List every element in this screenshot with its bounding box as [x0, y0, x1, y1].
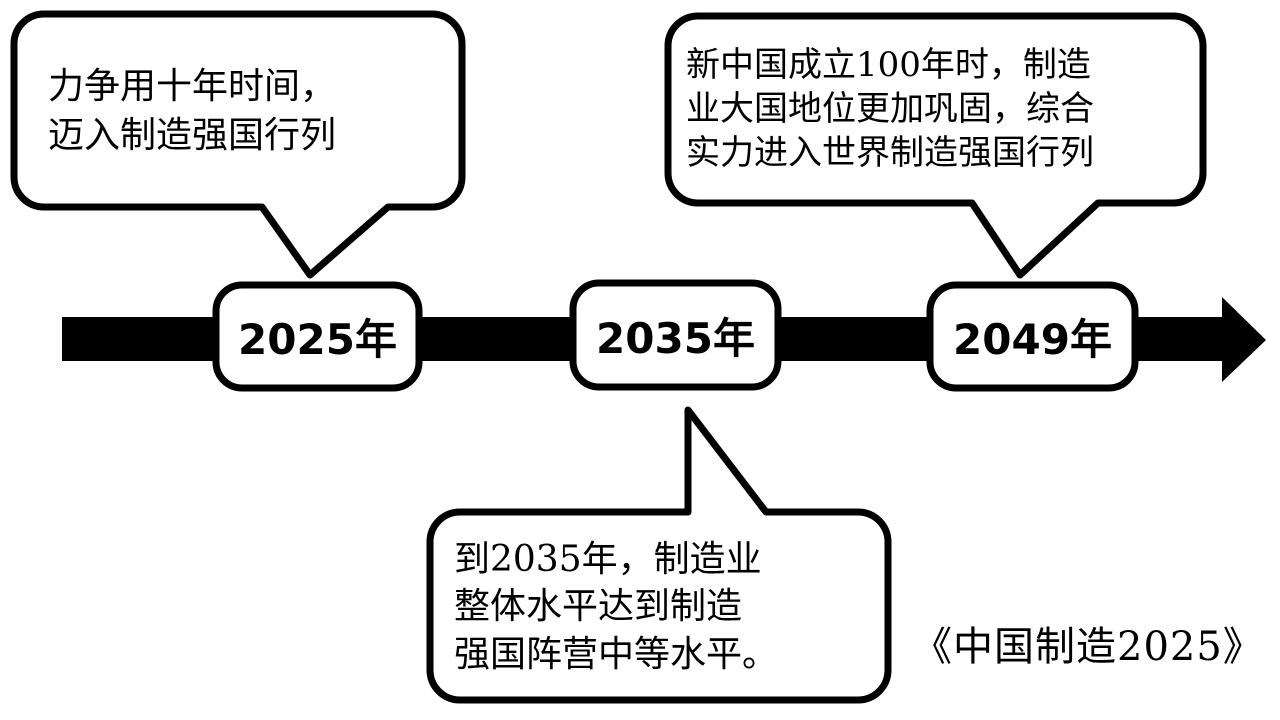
callout-bubble-2049[interactable] [664, 12, 1207, 279]
callout-bubble-2035[interactable] [426, 406, 892, 704]
milestone-chip-2035[interactable] [569, 279, 782, 391]
milestone-chip-2049[interactable] [926, 281, 1139, 392]
callout-bubble-2025[interactable] [10, 10, 466, 279]
milestone-chip-2025[interactable] [212, 281, 423, 392]
